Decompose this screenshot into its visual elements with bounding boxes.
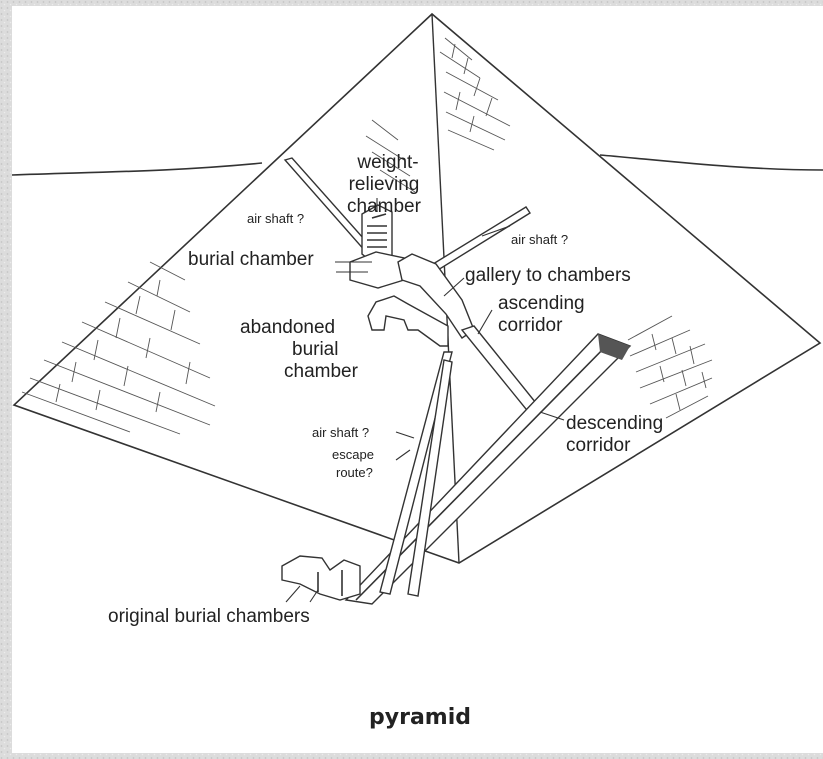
label-descending-2: corridor (566, 435, 631, 456)
frame-left (0, 0, 12, 759)
label-air-shaft-right: air shaft ? (511, 232, 568, 247)
label-air-shaft-left: air shaft ? (247, 211, 304, 226)
label-weight-relieving-1: weight- (356, 152, 418, 173)
label-air-shaft-lower: air shaft ? (312, 425, 369, 440)
label-abandoned-1: abandoned (240, 317, 335, 338)
ascending-corridor (462, 326, 540, 414)
brick-texture-left (22, 262, 215, 434)
brick-texture-right (628, 316, 712, 418)
label-escape-1: escape (332, 447, 374, 462)
label-gallery: gallery to chambers (465, 265, 631, 286)
label-escape-2: route? (336, 465, 373, 480)
label-descending-1: descending (566, 413, 663, 434)
diagram-caption: pyramid (369, 705, 471, 730)
horizon-right (600, 155, 823, 170)
label-original: original burial chambers (108, 606, 310, 627)
label-ascending-1: ascending (498, 293, 585, 314)
kings-chamber-block (350, 252, 404, 288)
label-burial-chamber: burial chamber (188, 249, 314, 270)
frame-top (0, 0, 823, 6)
label-abandoned-3: chamber (284, 361, 359, 382)
label-ascending-2: corridor (498, 315, 563, 336)
frame-bottom (0, 753, 823, 759)
label-weight-relieving-2: relieving (349, 174, 420, 195)
horizon-left (12, 163, 262, 175)
label-weight-relieving-3: chamber (347, 196, 422, 217)
label-abandoned-2: burial (292, 339, 338, 360)
